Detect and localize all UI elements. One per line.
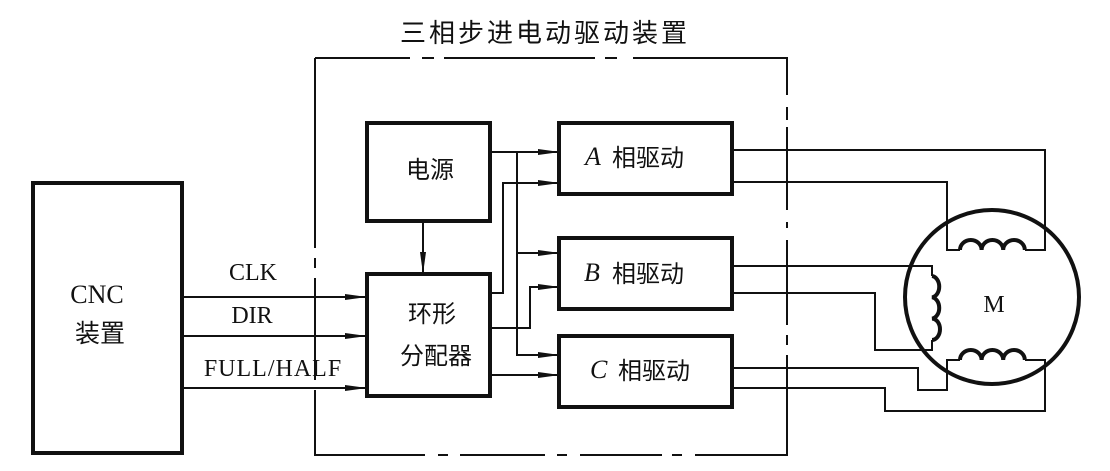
coil-b-icon [931,274,942,342]
signal-full-half: FULL/HALF [204,356,342,382]
distributor-output-lines [490,180,560,378]
distributor-label-1: 环形 [408,300,456,328]
drive-a-phase: A [583,142,601,171]
signal-lines: CLK DIR FULL/HALF [182,260,367,391]
stepper-motor: M [903,208,1081,386]
drive-b-block: B 相驱动 [557,236,734,311]
drive-c-block: C 相驱动 [557,334,734,409]
cnc-label: CNC [70,280,123,309]
drive-c-label: 相驱动 [618,357,690,385]
motor-wiring [732,149,1046,412]
power-label: 电源 [406,156,454,184]
diagram-title: 三相步进电动驱动装置 [400,19,690,49]
motor-label: M [983,292,1004,318]
cnc-device-block: CNC 装置 [31,181,184,455]
coil-c-icon [958,348,1027,361]
drive-unit-boundary [314,57,788,456]
power-bus-lines [490,149,560,358]
drive-b-phase: B [584,258,600,287]
signal-dir: DIR [231,303,272,329]
coil-a-icon [958,238,1027,251]
drive-a-label: 相驱动 [612,144,684,172]
drive-c-phase: C [590,355,608,384]
distributor-label-2: 分配器 [400,342,472,370]
power-supply-block: 电源 [365,121,492,223]
drive-b-label: 相驱动 [612,260,684,288]
drive-a-block: A 相驱动 [557,121,734,196]
cnc-device-label: 装置 [75,319,125,348]
ring-distributor-block: 环形 分配器 [365,272,492,398]
signal-clk: CLK [229,260,278,286]
